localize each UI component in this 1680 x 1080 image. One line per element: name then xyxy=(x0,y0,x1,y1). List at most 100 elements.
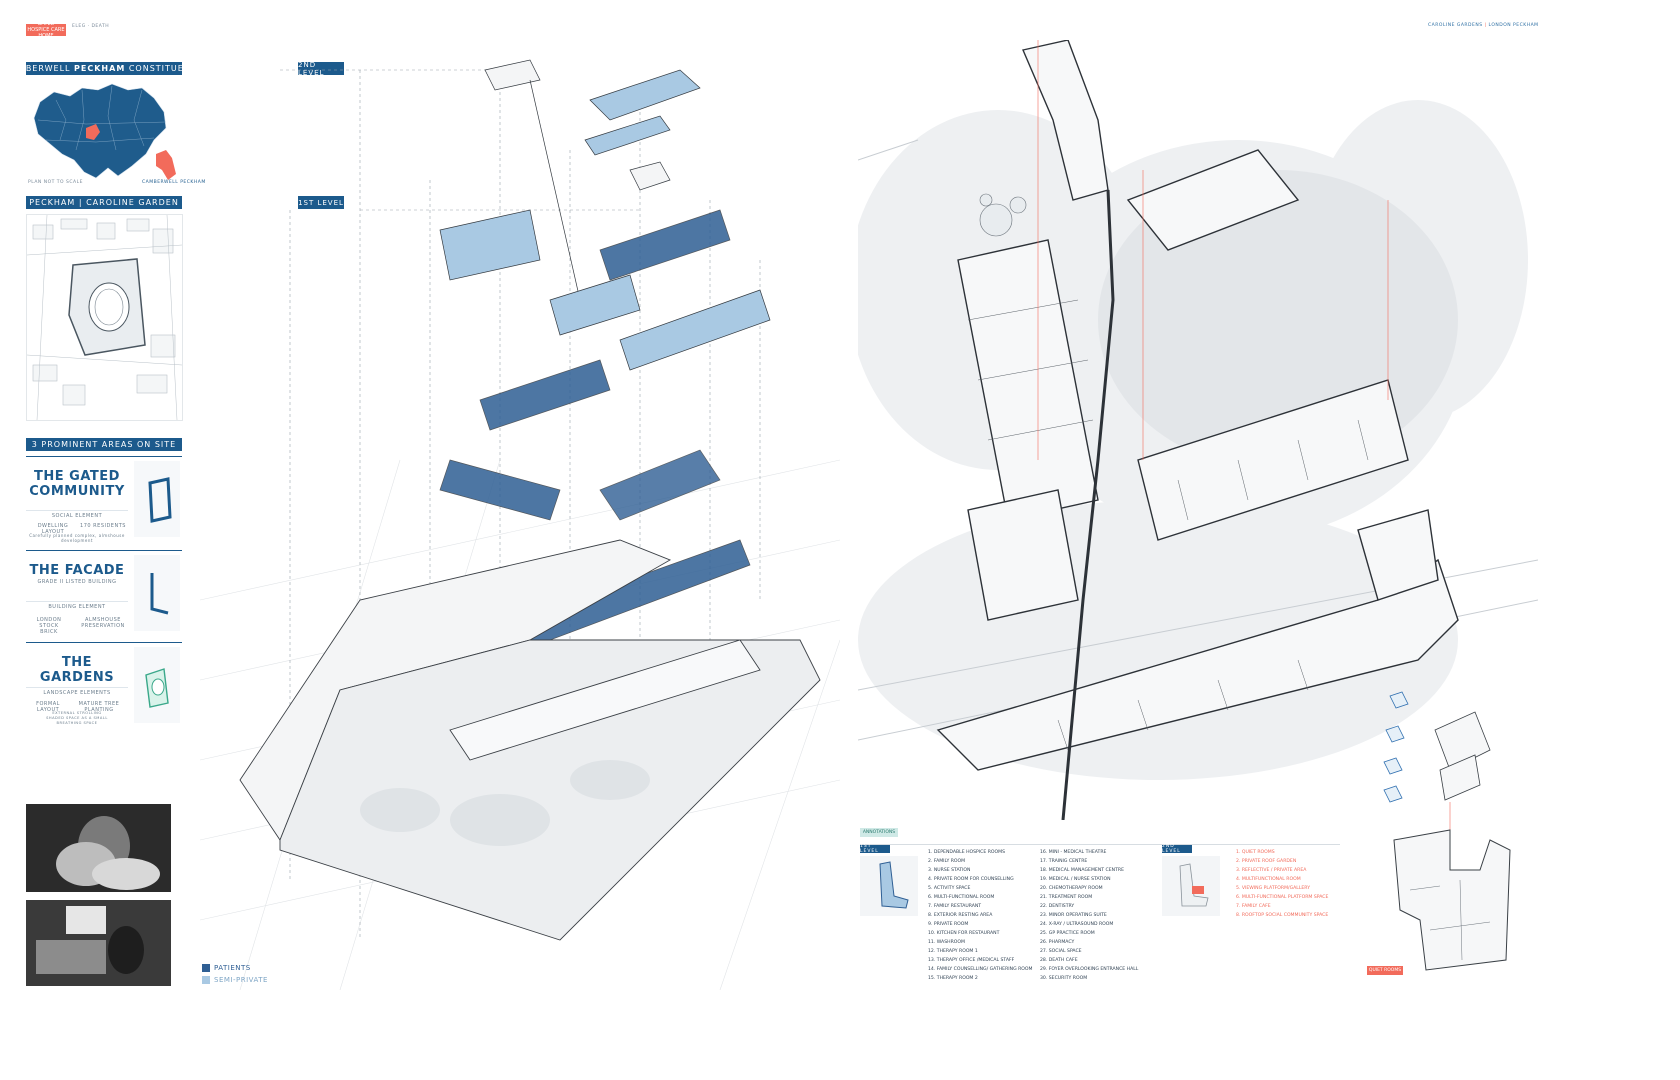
card-point: DWELLING LAYOUT xyxy=(37,523,69,535)
card-note: EXTERNAL STROLLING SHADED SPACE AS A SMA… xyxy=(46,711,108,725)
legend-label: PATIENTS xyxy=(214,964,251,972)
level2-tag: 2ND LEVEL xyxy=(298,61,344,77)
annotation-list-col1: 1. DEPENDABLE HOSPICE ROOMS 2. FAMILY RO… xyxy=(928,848,1032,983)
legend-label: SEMI-PRIVATE xyxy=(214,976,268,984)
annotation-item: 30. SECURITY ROOM xyxy=(1040,976,1088,981)
annotation-item: 25. GP PRACTICE ROOM xyxy=(1040,931,1095,936)
annotations-header: ANNOTATIONS xyxy=(860,828,898,837)
level1-tag: 1ST LEVEL xyxy=(298,196,344,209)
annotation-item: 9. PRIVATE ROOM xyxy=(928,922,969,927)
annotation-item: 7. FAMILY CAFE xyxy=(1236,904,1271,909)
annotation-item: 2. PRIVATE ROOF GARDEN xyxy=(1236,859,1297,864)
project-title-text: CAROLINE GARDENS xyxy=(1428,23,1483,28)
detail-sketches xyxy=(1383,691,1511,971)
peckham-inset-shape xyxy=(156,150,176,180)
annotation-item: 1. QUIET ROOMS xyxy=(1236,850,1275,855)
map-title-post: CONSTITUENCY xyxy=(128,64,204,73)
ground-floor-plan xyxy=(858,40,1538,820)
legend-swatch xyxy=(202,976,210,984)
areas-panel-title: 3 PROMINENT AREAS ON SITE xyxy=(26,438,182,451)
annotation-item: 26. PHARMACY xyxy=(1040,940,1075,945)
annotation-item: 8. ROOFTOP SOCIAL COMMUNITY SPACE xyxy=(1236,913,1329,918)
photo-patient-care xyxy=(26,804,171,892)
legend-item-patients: PATIENTS xyxy=(202,962,268,974)
legend-swatch xyxy=(202,964,210,972)
project-tag: GATED HOSPICE CARE HOME xyxy=(26,21,66,39)
annotation-item: 5. VIEWING PLATFORM/GALLERY xyxy=(1236,886,1311,891)
header-subtitle: ELEG · DEATH xyxy=(72,24,110,29)
ann-level2-tag: 2ND LEVEL xyxy=(1162,844,1192,854)
card-title: THE FACADE xyxy=(29,563,125,578)
circulation-spine xyxy=(1061,189,1115,820)
map-panel-title: CAMBERWELL PECKHAM CONSTITUENCY xyxy=(5,62,202,75)
annotation-item: 22. DENTISTRY xyxy=(1040,904,1075,909)
annotation-item: 5. ACTIVITY SPACE xyxy=(928,886,971,891)
london-map xyxy=(33,83,176,180)
project-title: CAROLINE GARDENS | LONDON PECKHAM xyxy=(1428,23,1539,28)
annotation-list-col2: 16. MINI - MEDICAL THEATRE 17. TRAINIG C… xyxy=(1040,848,1138,983)
north-east-wing xyxy=(1126,149,1300,251)
annotation-item: 21. TREATMENT ROOM xyxy=(1040,895,1093,900)
annotation-item: 3. NURSE STATION xyxy=(928,868,971,873)
card-element: SOCIAL ELEMENT xyxy=(26,510,128,519)
annotation-item: 28. DEATH CAFE xyxy=(1040,958,1078,963)
south-west-entry xyxy=(967,489,1079,621)
annotation-item: 19. MEDICAL / NURSE STATION xyxy=(1040,877,1111,882)
card-subtitle: GRADE II LISTED BUILDING xyxy=(37,579,117,585)
map-title-pre: CAMBERWELL xyxy=(4,64,71,73)
area-card-gated-community: THE GATED COMMUNITY SOCIAL ELEMENT DWELL… xyxy=(26,456,182,543)
annotation-item: 11. WASHROOM xyxy=(928,940,965,945)
annotation-item: 16. MINI - MEDICAL THEATRE xyxy=(1040,850,1107,855)
axo-legend: PATIENTS SEMI-PRIVATE xyxy=(202,962,268,986)
annotation-item: 8. EXTERIOR RESTING AREA xyxy=(928,913,993,918)
photo-hospice-room-image xyxy=(26,900,171,986)
annotation-item: 7. FAMILY RESTAURANT xyxy=(928,904,982,909)
annotation-item: 24. X-RAY / ULTRASOUND ROOM xyxy=(1040,922,1114,927)
map-inset-caption: CAMBERWELL PECKHAM xyxy=(142,180,206,185)
annotation-item: 18. MEDICAL MANAGEMENT CENTRE xyxy=(1040,868,1124,873)
card-title-line: THE GATED xyxy=(34,469,120,484)
gated-community-diagram xyxy=(134,461,180,537)
annotation-item: 4. MULTIFUNCTIONAL ROOM xyxy=(1236,877,1301,882)
card-note: Carefully planned complex, almshouse dev… xyxy=(29,533,125,543)
project-location-text: LONDON PECKHAM xyxy=(1488,23,1539,28)
annotation-item: 23. MINOR OPERATING SUITE xyxy=(1040,913,1107,918)
card-element: BUILDING ELEMENT xyxy=(26,601,128,610)
annotations-divider xyxy=(860,844,1340,845)
annotation-item: 13. THERAPY OFFICE /MEDICAL STAFF xyxy=(928,958,1015,963)
card-element: LANDSCAPE ELEMENTS xyxy=(26,687,128,696)
annotation-item: 6. MULTI-FUNCTIONAL PLATFORM SPACE xyxy=(1236,895,1329,900)
title-separator: | xyxy=(1484,23,1487,28)
ann-level1-tag: 1ST LEVEL xyxy=(860,844,890,854)
map-scale-caption: PLAN NOT TO SCALE xyxy=(28,180,83,185)
facade-diagram xyxy=(134,555,180,631)
quiet-rooms-tag: QUIET ROOMS xyxy=(1367,966,1403,975)
map-title-bold: PECKHAM xyxy=(74,64,126,73)
legend-item-semi-private: SEMI-PRIVATE xyxy=(202,974,268,986)
annotation-item: 10. KITCHEN FOR RESTAURANT xyxy=(928,931,1000,936)
annotation-item: 3. REFLECTIVE / PRIVATE AREA xyxy=(1236,868,1307,873)
annotation-item: 29. FOYER OVERLOOKING ENTRANCE HALL xyxy=(1040,967,1139,972)
card-point: FORMAL LAYOUT xyxy=(36,701,60,713)
annotation-item: 6. MULTI-FUNCTIONAL ROOM xyxy=(928,895,995,900)
annotation-item: 4. PRIVATE ROOM FOR COUNSELLING xyxy=(928,877,1014,882)
card-point: LONDON STOCK BRICK xyxy=(36,617,62,635)
exploded-axonometric xyxy=(200,59,840,990)
ann-level1-keyplan xyxy=(860,856,918,916)
ann-level2-keyplan xyxy=(1162,856,1220,916)
card-title: THE GARDENS xyxy=(39,655,115,685)
card-point: MATURE TREE PLANTING xyxy=(78,701,120,713)
card-point: ALMSHOUSE PRESERVATION xyxy=(81,617,125,629)
annotation-list-col3: 1. QUIET ROOMS 2. PRIVATE ROOF GARDEN 3.… xyxy=(1236,848,1328,920)
area-card-facade: THE FACADE GRADE II LISTED BUILDING BUIL… xyxy=(26,550,182,635)
photo-patient-care-image xyxy=(26,804,171,892)
photo-hospice-room xyxy=(26,900,171,986)
site-panel-title: PECKHAM | CAROLINE GARDEN xyxy=(26,196,182,209)
annotation-item: 14. FAMILY COUNSELLING/ GATHERING ROOM xyxy=(928,967,1033,972)
south-east-tower xyxy=(1357,509,1439,601)
card-title: THE GATED COMMUNITY xyxy=(26,469,128,499)
gardens-diagram xyxy=(134,647,180,723)
card-title-line: COMMUNITY xyxy=(29,484,125,499)
area-card-gardens: THE GARDENS LANDSCAPE ELEMENTS FORMAL LA… xyxy=(26,642,182,727)
annotation-item: 2. FAMILY ROOM xyxy=(928,859,966,864)
